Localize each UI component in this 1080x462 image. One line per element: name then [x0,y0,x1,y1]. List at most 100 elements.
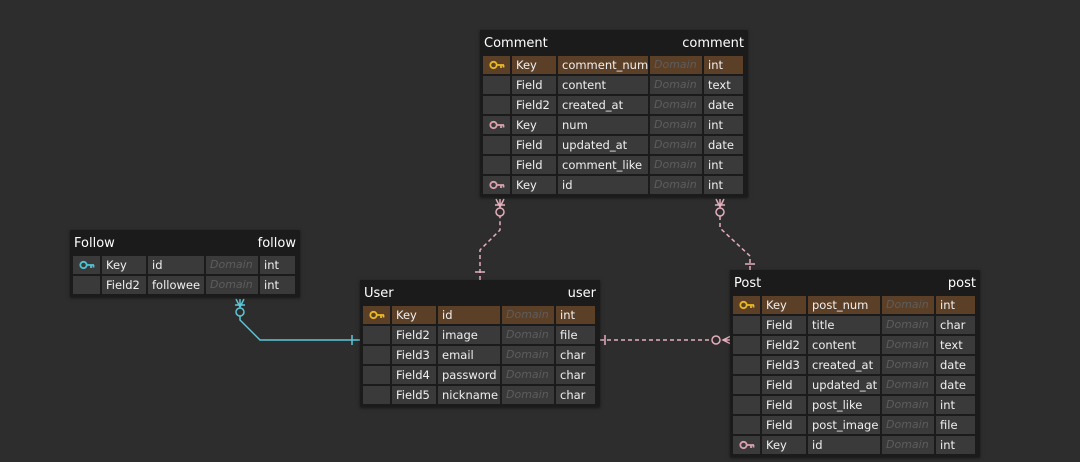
row-field-name: id [808,436,880,454]
relation-user-post-circle [711,335,721,345]
row-domain: Domain [882,296,934,314]
row-icon-cell [733,416,760,434]
row-icon-cell [733,356,760,374]
row-field-name: title [808,316,880,334]
row-icon-cell [733,436,760,454]
row-domain: Domain [650,76,702,94]
table-post-header[interactable]: Post post [733,270,977,296]
row-type: int [936,396,975,414]
fk-key-icon [488,120,505,130]
row-icon-cell [733,376,760,394]
row-domain: Domain [882,336,934,354]
relation-user-post[interactable] [600,335,732,345]
relation-user-follow[interactable] [235,298,360,345]
row-type: int [704,116,743,134]
table-comment-name: comment [682,35,744,51]
row-role: Field [762,396,806,414]
row-icon-cell [363,386,390,404]
table-comment-header[interactable]: Comment comment [483,30,745,56]
row-domain: Domain [502,386,554,404]
row-role: Field [512,156,556,174]
row-field-name: num [558,116,648,134]
row-field-name: comment_num [558,56,648,74]
row-type: char [556,346,595,364]
row-type: file [936,416,975,434]
relation-post-comment-line [719,216,751,270]
row-field-name: post_like [808,396,880,414]
row-type: int [260,276,295,294]
row-type: date [936,356,975,374]
row-type: int [704,176,743,194]
row-icon-cell [483,136,510,154]
row-type: date [704,96,743,114]
row-field-name: id [558,176,648,194]
row-type: int [936,296,975,314]
row-field-name: created_at [808,356,880,374]
row-domain: Domain [650,136,702,154]
row-type: char [556,386,595,404]
row-type: text [704,76,743,94]
row-icon-cell [733,296,760,314]
table-post-title: Post [734,275,762,291]
fk-key-icon [738,440,755,450]
table-user-header[interactable]: User user [363,280,597,306]
row-role: Key [512,116,556,134]
relation-post-comment-circle [715,207,725,217]
relation-post-comment[interactable] [715,198,755,270]
row-type: text [936,336,975,354]
row-role: Key [392,306,436,324]
row-icon-cell [73,256,100,274]
row-role: Field2 [762,336,806,354]
row-role: Key [512,56,556,74]
row-domain: Domain [502,366,554,384]
relation-post-comment-crowfoot [715,198,725,209]
table-post-name: post [947,275,976,291]
row-field-name: followee [148,276,204,294]
row-field-name: updated_at [558,136,648,154]
pk-key-icon [738,300,755,310]
follow-key-icon [78,260,95,270]
row-type: int [556,306,595,324]
relation-user-comment[interactable] [475,198,505,280]
row-role: Field2 [102,276,146,294]
row-icon-cell [483,96,510,114]
table-follow-header[interactable]: Follow follow [73,230,297,256]
row-field-name: created_at [558,96,648,114]
row-domain: Domain [882,436,934,454]
row-icon-cell [363,306,390,324]
row-icon-cell [483,176,510,194]
row-role: Key [512,176,556,194]
row-field-name: password [438,366,500,384]
row-role: Field3 [762,356,806,374]
row-field-name: post_image [808,416,880,434]
